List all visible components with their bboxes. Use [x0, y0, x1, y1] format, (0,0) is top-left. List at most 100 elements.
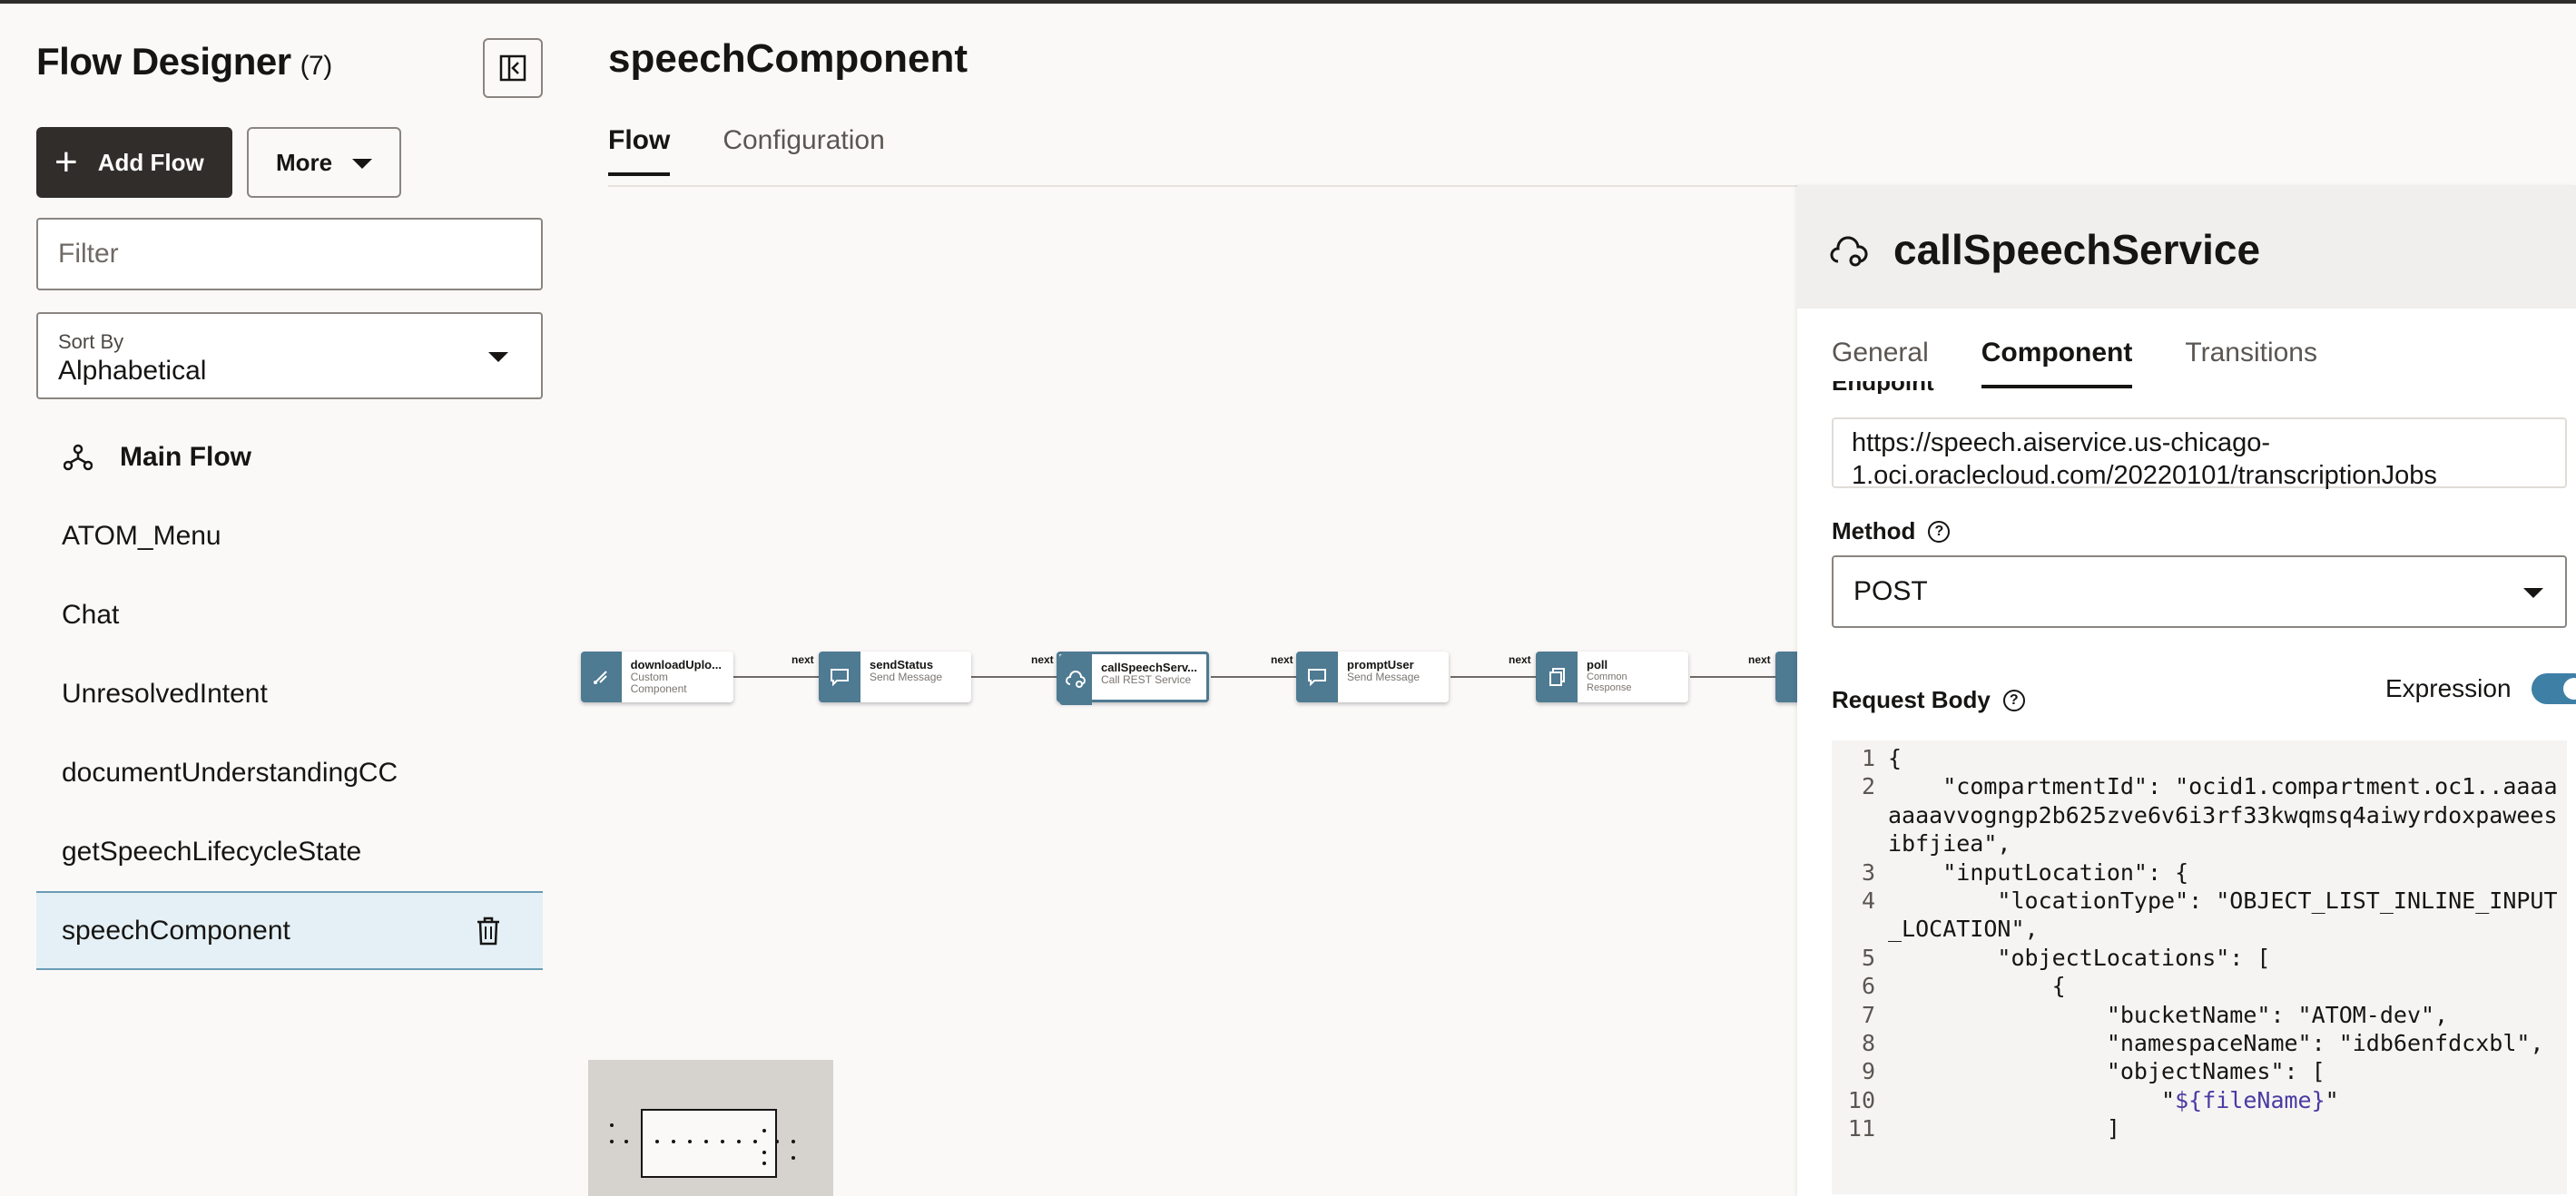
tab-general[interactable]: General	[1832, 338, 1929, 368]
endpoint-label-text: Endpoint	[1832, 381, 1934, 394]
line-number: 3	[1861, 858, 1875, 886]
minimap-node	[610, 1140, 614, 1143]
line-number: 1	[1861, 745, 1875, 771]
canvas-minimap[interactable]	[588, 1060, 833, 1196]
request-body-label-text: Request Body	[1832, 686, 1991, 713]
code-text: "objectLocations": [	[1888, 944, 2271, 971]
flow-item-main-flow[interactable]: Main Flow	[36, 417, 543, 496]
custom-component-icon	[581, 652, 622, 702]
code-text: "bucketName": "ATOM-dev",	[1888, 1001, 2449, 1028]
flow-tree-icon	[64, 444, 93, 471]
transition-label: next	[1748, 653, 1771, 666]
tab-flow[interactable]: Flow	[608, 125, 671, 176]
minimap-node	[775, 1140, 779, 1143]
node-name: callSpeechServ...	[1101, 662, 1197, 674]
minimap-node	[791, 1140, 795, 1143]
flow-item-chat[interactable]: Chat	[36, 575, 543, 654]
panel-tabs: General Component Transitions	[1832, 338, 2370, 388]
minimap-node	[672, 1140, 675, 1143]
flow-item-unresolved-intent[interactable]: UnresolvedIntent	[36, 654, 543, 733]
flow-item-label: UnresolvedIntent	[62, 678, 268, 709]
flow-item-label: Chat	[62, 599, 120, 630]
code-line: 7 "bucketName": "ATOM-dev",	[1832, 1001, 2567, 1029]
flow-count: (7)	[300, 51, 333, 81]
flow-node-download-upload[interactable]: downloadUplo...Custom Component	[581, 652, 733, 702]
transition-label: next	[1509, 653, 1531, 666]
tab-component[interactable]: Component	[1981, 338, 2132, 388]
code-line: 6 {	[1832, 972, 2567, 1000]
chat-bubble-icon	[819, 652, 860, 702]
minimap-node	[737, 1140, 741, 1143]
sort-by-select[interactable]: Sort By Alphabetical	[36, 312, 543, 399]
trash-icon[interactable]	[476, 917, 501, 953]
flow-item-get-speech-lifecycle-state[interactable]: getSpeechLifecycleState	[36, 812, 543, 891]
code-line: 3 "inputLocation": {	[1832, 858, 2567, 887]
cloud-rest-icon	[1830, 236, 1868, 273]
minimap-node	[762, 1129, 766, 1132]
line-number: 5	[1861, 944, 1875, 971]
code-text: "${fileName}"	[1888, 1086, 2339, 1113]
flow-item-atom-menu[interactable]: ATOM_Menu	[36, 496, 543, 575]
line-number: 10	[1847, 1086, 1875, 1113]
help-icon[interactable]: ?	[2002, 689, 2025, 711]
chevron-down-icon	[2523, 588, 2543, 598]
minimap-viewport[interactable]	[641, 1109, 777, 1178]
code-line: 2 "compartmentId": "ocid1.compartment.oc…	[1832, 772, 2567, 858]
expression-label: Expression	[2385, 674, 2512, 702]
endpoint-field[interactable]: https://speech.aiservice.us-chicago-1.oc…	[1832, 417, 2567, 490]
minimap-node	[762, 1151, 766, 1154]
common-response-icon	[1536, 652, 1578, 702]
expression-toggle[interactable]	[2531, 673, 2576, 704]
line-number: 9	[1861, 1058, 1875, 1085]
code-text: "namespaceName": "idb6enfdcxbl",	[1888, 1030, 2544, 1057]
flow-item-document-understanding[interactable]: documentUnderstandingCC	[36, 733, 543, 812]
code-line: 10 "${fileName}"	[1832, 1086, 2567, 1114]
main-flow-label: Main Flow	[120, 441, 251, 472]
sort-by-value: Alphabetical	[58, 356, 207, 386]
flow-item-label: documentUnderstandingCC	[62, 757, 398, 788]
properties-panel: callSpeechService General Component Tran…	[1797, 185, 2576, 1196]
minimap-node	[791, 1156, 795, 1160]
request-body-editor[interactable]: 1 {2 "compartmentId": "ocid1.compartment.…	[1832, 740, 2567, 1194]
code-line: 5 "objectLocations": [	[1832, 944, 2567, 972]
flow-list: Main Flow ATOM_Menu Chat UnresolvedInten…	[36, 417, 543, 970]
minimap-node	[753, 1140, 757, 1143]
tabs-divider	[608, 185, 1797, 187]
node-type: Send Message	[870, 671, 943, 684]
flow-item-speech-component[interactable]: speechComponent	[36, 891, 543, 970]
flow-node-call-speech-service[interactable]: callSpeechServ...Call REST Service	[1057, 652, 1209, 705]
code-line: 9 "objectNames": [	[1832, 1057, 2567, 1085]
main-tabs: Flow Configuration	[608, 125, 938, 176]
method-label: Method ?	[1832, 517, 1951, 545]
minimap-node	[688, 1140, 692, 1143]
help-icon[interactable]: ?	[1928, 520, 1951, 543]
tab-transitions[interactable]: Transitions	[2185, 338, 2317, 368]
code-text: {	[1888, 745, 1903, 771]
minimap-node	[610, 1123, 614, 1127]
minimap-node	[721, 1140, 724, 1143]
line-number: 4	[1861, 887, 1875, 915]
line-number: 2	[1861, 773, 1875, 800]
panel-title: callSpeechService	[1893, 226, 2261, 273]
transition-connector	[1690, 676, 1777, 678]
flow-item-label: speechComponent	[62, 915, 290, 946]
page-title: speechComponent	[608, 36, 968, 81]
more-menu-button[interactable]: More	[247, 127, 401, 198]
code-text: "inputLocation": {	[1888, 858, 2189, 886]
minimap-node	[655, 1140, 659, 1143]
collapse-sidebar-button[interactable]	[483, 38, 543, 98]
filter-input[interactable]	[36, 218, 543, 290]
sort-by-label: Sort By	[58, 330, 124, 353]
more-label: More	[276, 148, 333, 176]
chevron-down-icon	[352, 159, 372, 169]
add-flow-button[interactable]: + Add Flow	[36, 127, 232, 198]
tab-configuration[interactable]: Configuration	[723, 125, 885, 155]
plus-icon: +	[54, 140, 78, 184]
method-select[interactable]: POST	[1832, 555, 2567, 628]
cloud-rest-icon	[1059, 654, 1092, 705]
code-text: "compartmentId": "ocid1.compartment.oc1.…	[1888, 773, 2558, 858]
transition-connector	[1450, 676, 1538, 678]
